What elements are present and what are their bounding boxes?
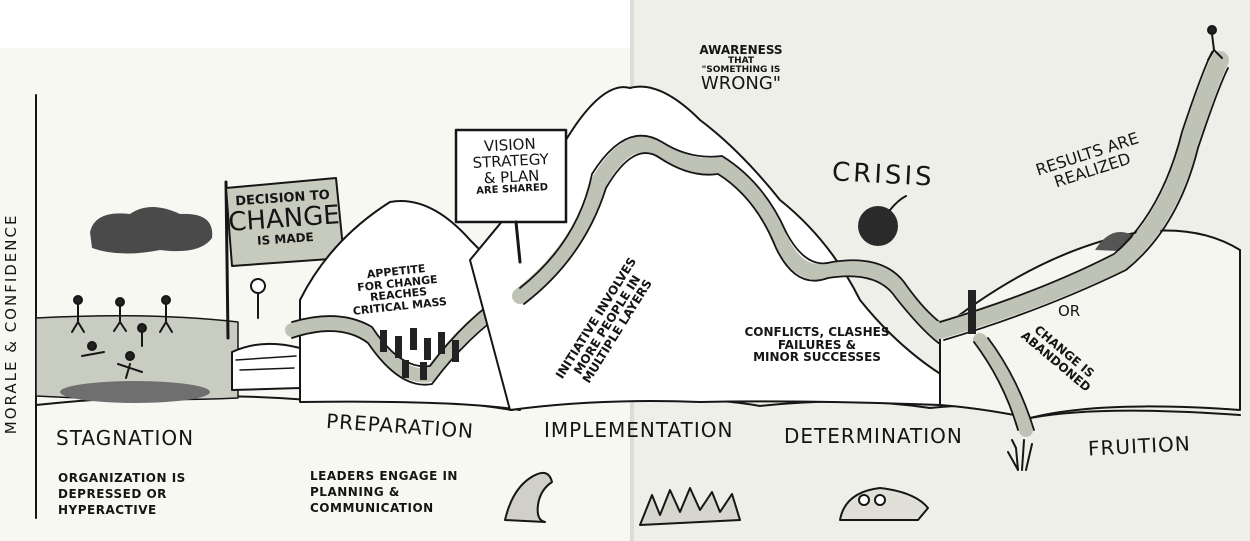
critical-mass-crowd: [380, 328, 459, 380]
conflicts-line-1: Conflicts, clashes: [744, 325, 890, 339]
drowning-hand: [1007, 439, 1033, 471]
y-axis-label: Morale & Confidence: [2, 213, 21, 435]
vision-text: Vision Strategy & Plan are shared: [457, 135, 566, 198]
conflicts-line-2: failures &: [777, 337, 857, 352]
preparation-hill: [299, 200, 521, 411]
stage-determination: Determination: [784, 424, 963, 448]
crisis-label: Crisis: [831, 157, 936, 193]
flag-pole: [224, 180, 230, 340]
stagnation-note-1: Organization is: [58, 471, 186, 485]
storm-cloud: [90, 207, 213, 254]
awareness-line-1: Awareness: [699, 43, 783, 57]
or-label: or: [1058, 302, 1081, 320]
conflicts-line-3: minor successes: [753, 350, 881, 365]
crisis-bomb: [858, 206, 898, 246]
stage-stagnation: Stagnation: [56, 426, 195, 450]
awareness-text: Awareness that "something is wrong": [686, 44, 796, 94]
preparation-note-3: communication: [310, 501, 434, 515]
puddle: [60, 381, 210, 403]
success-road: [931, 51, 1229, 339]
stage-implementation: Implementation: [544, 418, 734, 442]
bridge: [231, 342, 301, 391]
vision-board: [454, 128, 568, 224]
flag-text: Decision to Change is made: [226, 188, 341, 249]
abandoned-road: [973, 333, 1033, 437]
implementation-mountain: [469, 85, 951, 411]
awareness-line-4: wrong": [700, 73, 782, 95]
sea-serpent: [504, 471, 553, 523]
lone-figure: [968, 290, 976, 334]
preparation-note-1: Leaders engage in: [310, 469, 458, 483]
preparation-note-2: planning &: [310, 485, 400, 499]
change-road-2: [512, 136, 958, 348]
awareness-line-3: "something is: [701, 65, 781, 76]
awareness-line-2: that: [727, 55, 755, 66]
stagnation-note-2: depressed or: [58, 487, 167, 501]
spiky-hedge: [639, 487, 741, 526]
conflicts-text: Conflicts, clashes failures & minor succ…: [732, 326, 902, 364]
stagnation-note-3: hyperactive: [58, 503, 157, 517]
stagnant-people: [71, 295, 173, 379]
stage-fruition: Fruition: [1087, 431, 1192, 461]
